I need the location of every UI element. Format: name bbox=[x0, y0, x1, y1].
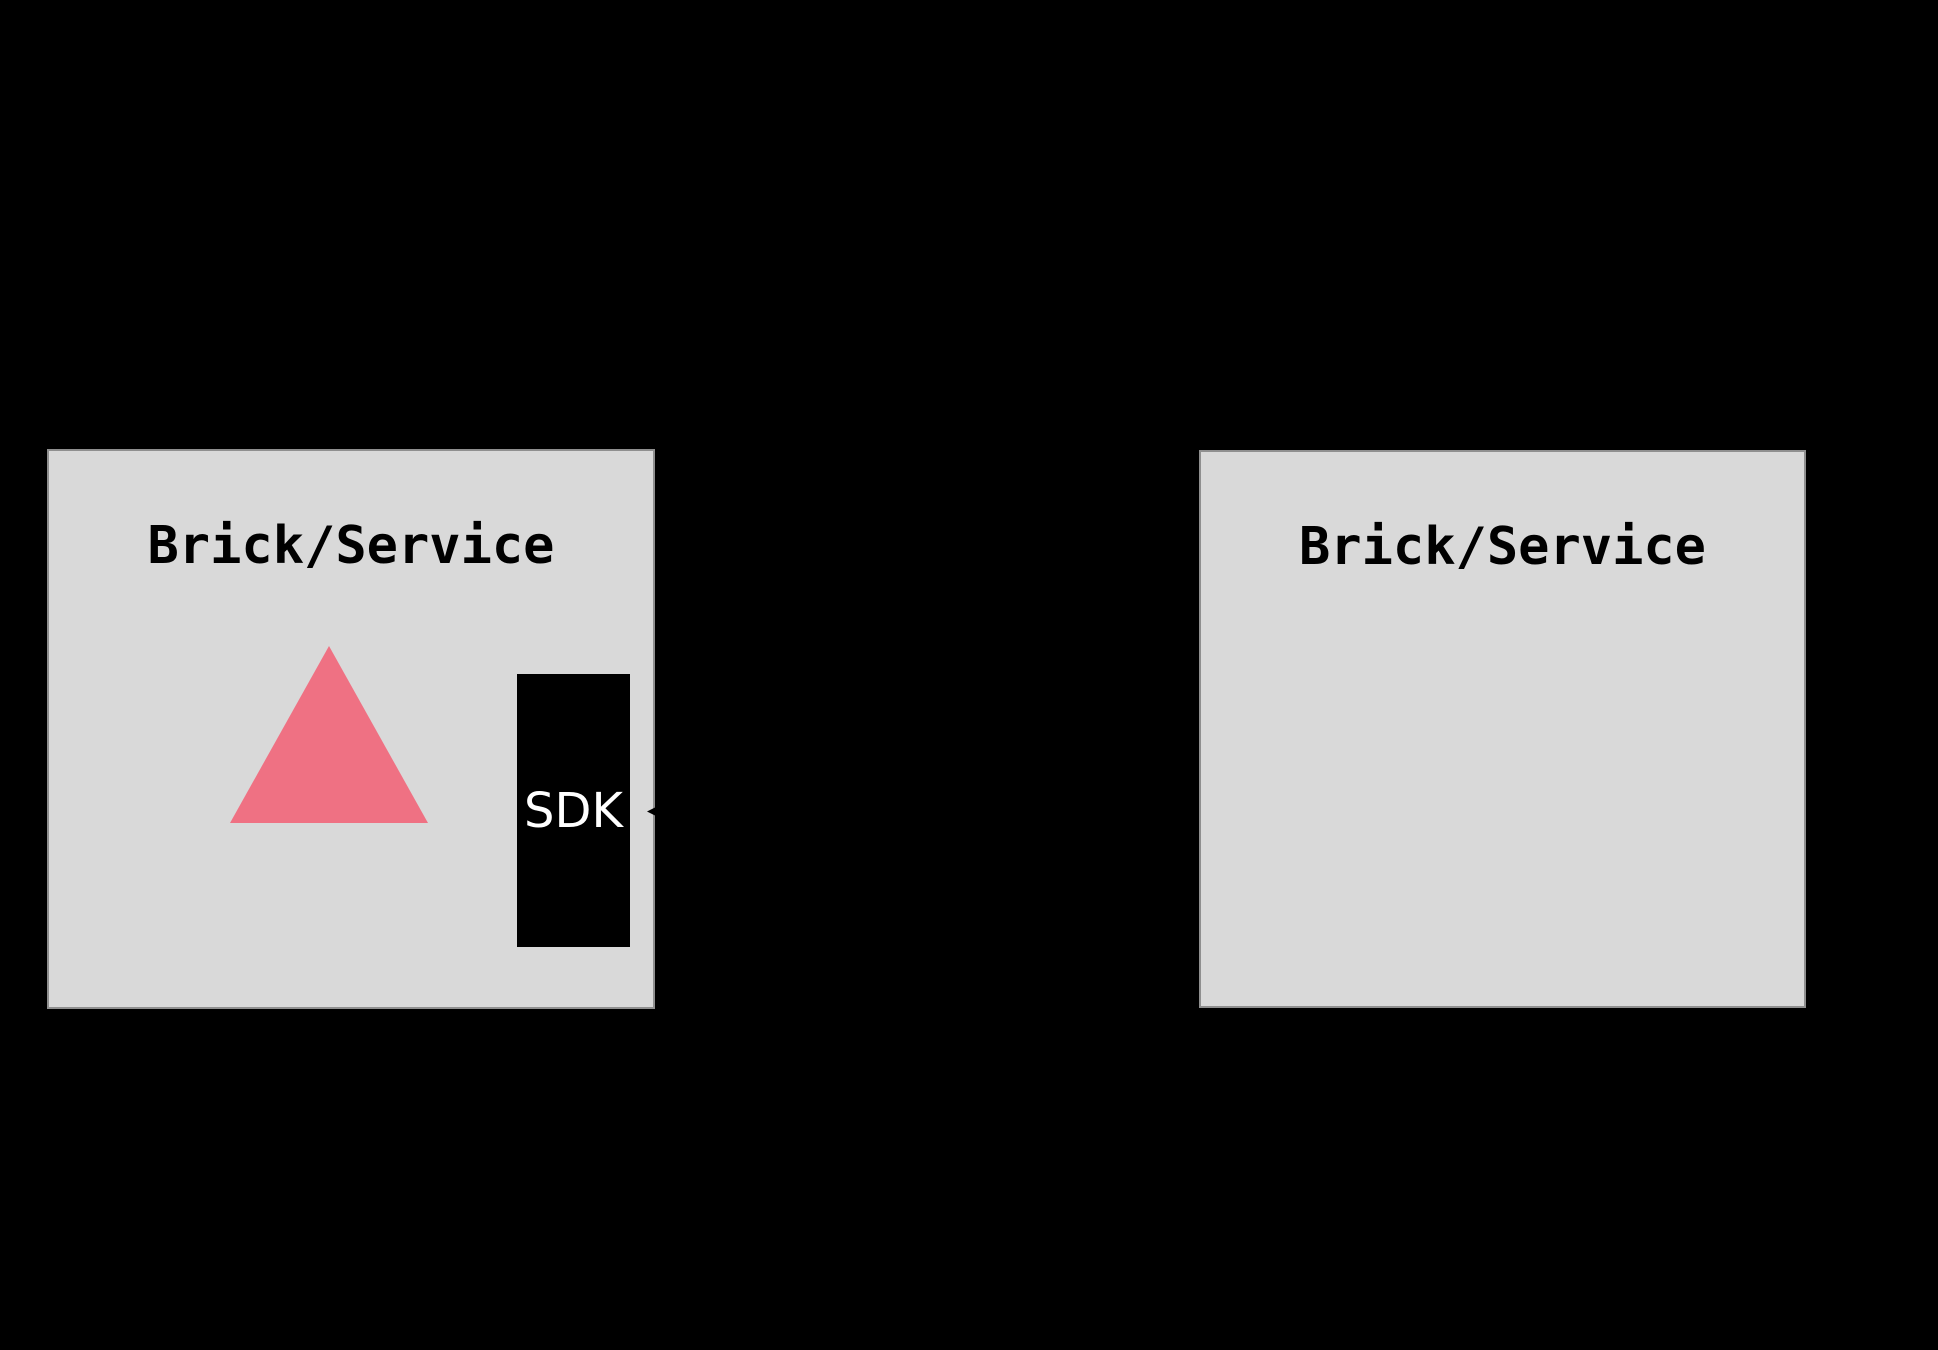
sdk-box: SDK bbox=[517, 674, 630, 947]
triangle-icon bbox=[230, 646, 428, 823]
service-box-left: Brick/Service SDK bbox=[47, 449, 655, 1009]
service-box-left-title: Brick/Service bbox=[147, 516, 555, 576]
service-box-right: Brick/Service bbox=[1199, 450, 1806, 1008]
sdk-label: SDK bbox=[524, 782, 623, 839]
service-box-right-title: Brick/Service bbox=[1299, 517, 1706, 577]
connector-arrowhead-icon bbox=[647, 805, 660, 818]
